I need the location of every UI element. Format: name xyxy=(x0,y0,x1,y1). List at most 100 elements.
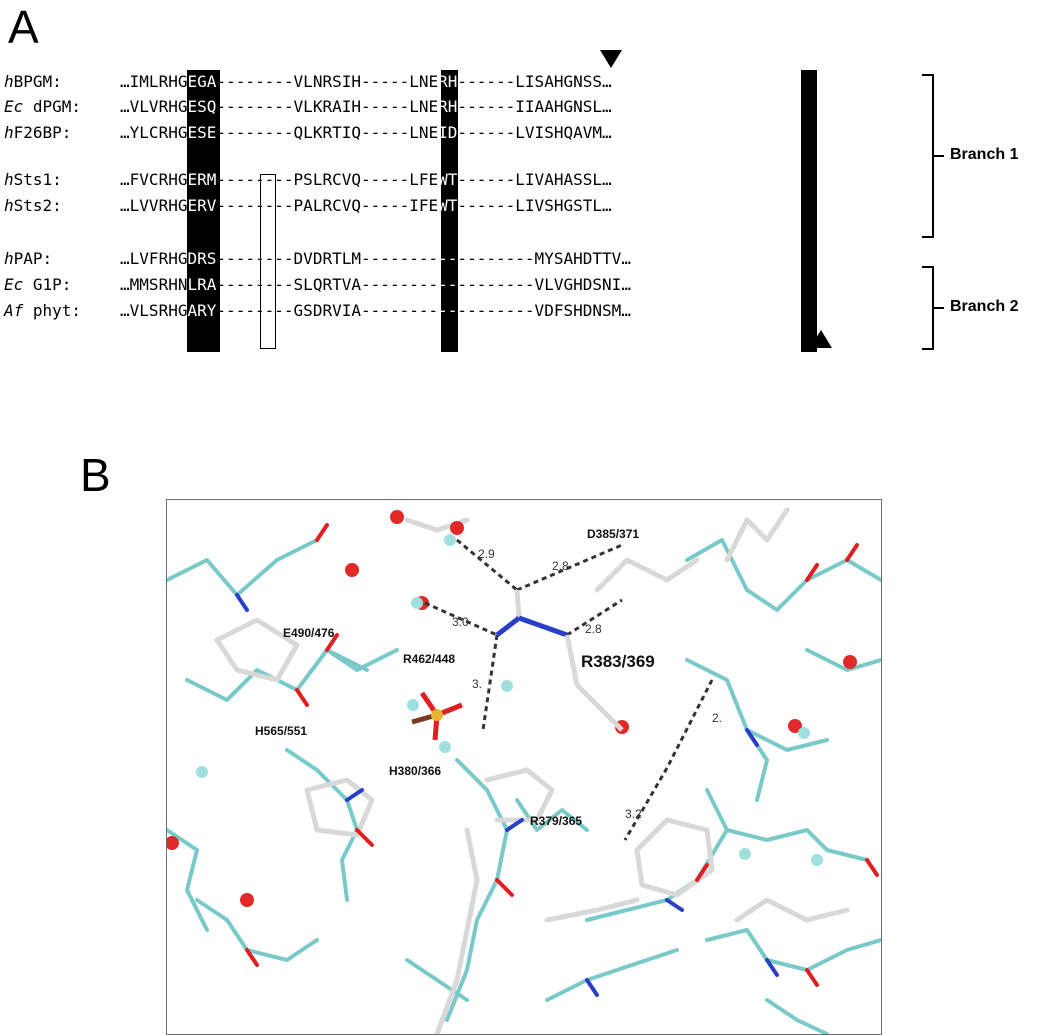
distance-label: 2.9 xyxy=(478,547,495,561)
stick-bond xyxy=(724,507,790,563)
stick-bond xyxy=(734,897,850,923)
water-molecule xyxy=(407,699,419,711)
stick-bond xyxy=(405,958,469,1002)
organism-prefix: Af xyxy=(4,301,24,320)
sequence-name: hBPGM: xyxy=(4,70,124,94)
organism-prefix: h xyxy=(4,196,14,215)
water-oxygen xyxy=(788,719,802,733)
distance-label: 3. xyxy=(472,677,482,691)
sequence-residues: …YLCRHGESE--------QLKRTIQ-----LNEID-----… xyxy=(120,123,612,142)
sequence-name: hSts2: xyxy=(4,194,124,218)
distance-label: 2. xyxy=(712,711,722,725)
sequence-residues: …VLVRHGESQ--------VLKRAIH-----LNERH-----… xyxy=(120,97,612,116)
r383-sidechain xyxy=(495,589,624,732)
sequence-residues: …LVVRHGERV--------PALRCVQ-----IFEWT-----… xyxy=(120,196,612,215)
water-molecules xyxy=(167,510,857,907)
sequence-residues: …IMLRHGEGA--------VLNRSIH-----LNERH-----… xyxy=(120,72,612,91)
stick-bond xyxy=(505,818,524,832)
organism-prefix: h xyxy=(4,249,14,268)
stick-bond xyxy=(495,878,514,897)
organism-prefix: h xyxy=(4,123,14,142)
hydrogen-bonds xyxy=(424,538,714,841)
organism-prefix: Ec xyxy=(4,97,24,116)
stick-bond xyxy=(355,828,374,847)
organism-prefix: h xyxy=(4,170,14,189)
residue-label-e490: E490/476 xyxy=(283,626,335,640)
water-molecule xyxy=(196,766,208,778)
sequence-name: Ec dPGM: xyxy=(4,95,124,119)
sequence-residues: …MMSRHNLRA--------SLQRTVA---------------… xyxy=(120,275,631,294)
distance-label: 2.8 xyxy=(585,622,602,636)
water-oxygen xyxy=(167,836,179,850)
water-oxygen xyxy=(390,510,404,524)
stick-bonds xyxy=(167,507,881,1034)
protein-name: PAP: xyxy=(13,249,53,268)
water-molecule xyxy=(501,680,513,692)
stick-bond xyxy=(695,863,709,882)
distance-label: 2.8 xyxy=(552,559,569,573)
stick-bond xyxy=(765,998,829,1034)
arrowhead-up-icon xyxy=(810,330,832,348)
stick-bond xyxy=(594,557,700,593)
sequence-name: Af phyt: xyxy=(4,299,124,323)
stick-bond xyxy=(545,948,679,1002)
protein-name: Sts2: xyxy=(13,196,62,215)
panel-a-letter: A xyxy=(8,1,39,53)
stick-bond xyxy=(325,648,399,672)
water-molecule xyxy=(439,741,451,753)
branch1-label: Branch 1 xyxy=(950,146,1019,163)
branch2-tick xyxy=(934,307,944,309)
sequence-name: hPAP: xyxy=(4,247,124,271)
water-oxygen xyxy=(450,521,464,535)
residue-label-r383: R383/369 xyxy=(581,652,655,671)
sulfate-ion xyxy=(411,691,463,741)
sequence-name: hF26BP: xyxy=(4,121,124,145)
boxed-residue-column xyxy=(260,174,276,349)
stick-bond xyxy=(245,948,259,967)
stick-bond xyxy=(214,617,300,683)
branch2-label: Branch 2 xyxy=(950,298,1019,315)
organism-prefix: Ec xyxy=(4,275,24,294)
branch1-bracket xyxy=(922,74,934,238)
branch2-bracket xyxy=(922,266,934,350)
stick-bond xyxy=(235,593,249,612)
stick-bond xyxy=(544,897,640,923)
stick-bond xyxy=(195,898,319,962)
stick-bond xyxy=(865,858,879,877)
stick-bond xyxy=(634,817,715,898)
stick-bond xyxy=(805,968,819,987)
protein-name: G1P: xyxy=(23,275,72,294)
sequence-name: Ec G1P: xyxy=(4,273,124,297)
crystal-structure-view: 2.9 2.8 3.0 2.8 3. 2. 3.2 D385/371 E490/… xyxy=(166,499,882,1035)
water-oxygen xyxy=(843,655,857,669)
structure-svg: 2.9 2.8 3.0 2.8 3. 2. 3.2 D385/371 E490/… xyxy=(167,507,881,1034)
organism-prefix: h xyxy=(4,72,14,91)
stick-bond xyxy=(295,688,309,707)
water-oxygen xyxy=(240,893,254,907)
stick-bond xyxy=(285,748,359,902)
protein-name: Sts1: xyxy=(13,170,62,189)
stick-bond xyxy=(665,898,684,912)
water-molecule xyxy=(411,597,423,609)
conserved-h-column xyxy=(801,70,817,352)
water-molecule xyxy=(811,854,823,866)
residue-label-d385: D385/371 xyxy=(587,527,639,541)
stick-bond xyxy=(805,563,819,582)
panel-b-letter: B xyxy=(80,449,111,501)
residue-label-h565: H565/551 xyxy=(255,724,307,738)
stick-bond xyxy=(167,538,319,597)
water-molecule xyxy=(798,727,810,739)
stick-bond xyxy=(745,728,829,752)
residue-label-r379: R379/365 xyxy=(530,814,582,828)
stick-bond xyxy=(167,828,209,932)
sequence-residues: …VLSRHGARY--------GSDRVIA---------------… xyxy=(120,301,631,320)
distance-label: 3.2 xyxy=(625,807,642,821)
stick-bond xyxy=(345,788,364,802)
stick-bond xyxy=(805,648,881,672)
conserved-rh-column xyxy=(187,70,220,352)
stick-bond xyxy=(515,798,589,832)
protein-name: dPGM: xyxy=(23,97,82,116)
stick-bond xyxy=(585,788,729,922)
sequence-residues: …FVCRHGERM--------PSLRCVQ-----LFEWT-----… xyxy=(120,170,612,189)
water-molecule xyxy=(444,534,456,546)
